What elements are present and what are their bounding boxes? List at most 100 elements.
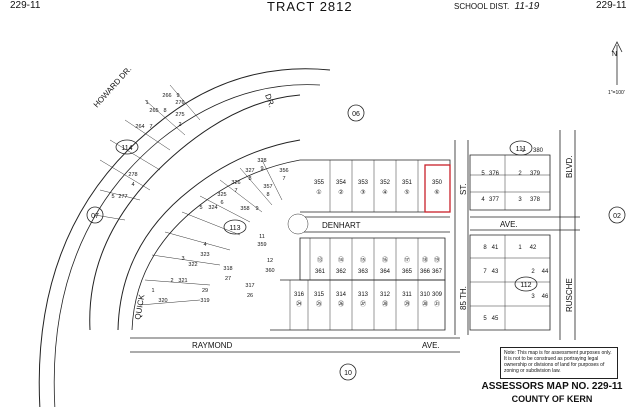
lot-number: ① xyxy=(316,189,321,196)
lot-parcel: 360 xyxy=(265,268,274,274)
lot-parcel: 276 xyxy=(175,100,184,106)
lot-parcel: 44 xyxy=(542,269,549,275)
lot-number: 7 xyxy=(149,124,152,130)
lot-number: 9 xyxy=(176,93,179,99)
lot-number: 7 xyxy=(483,269,487,275)
lot-number: 3 xyxy=(518,197,522,203)
north-arrow xyxy=(611,41,623,85)
lot-parcel: 320 xyxy=(158,298,167,304)
lot-number: ㉑ xyxy=(434,300,440,308)
street-blvd: BLVD. xyxy=(565,155,574,178)
street-dr: DR. xyxy=(263,93,276,109)
tract-title: TRACT 2812 xyxy=(267,0,353,14)
block-112: 112 xyxy=(520,282,531,289)
lot-parcel: 275 xyxy=(175,112,184,118)
lot-parcel: 354 xyxy=(336,180,347,186)
lot-number: ㉘ xyxy=(382,300,388,308)
lot-parcel: 352 xyxy=(380,180,391,186)
lot-number: ⑱ xyxy=(422,256,428,264)
lot-parcel: 317 xyxy=(245,283,254,289)
lot-parcel: 379 xyxy=(530,171,541,177)
lot-number: ⑭ xyxy=(338,256,344,264)
county-name: COUNTY OF KERN xyxy=(511,394,593,404)
lot-parcel: 264 xyxy=(135,124,144,130)
lot-parcel: 326 xyxy=(231,180,240,186)
lot-parcel: 314 xyxy=(336,292,347,298)
lot-number: 4 xyxy=(203,242,206,248)
lot-parcel: 321 xyxy=(178,278,187,284)
lot-number: ⑬ xyxy=(317,256,323,264)
lot-number: 5 xyxy=(199,205,202,211)
block-113: 113 xyxy=(229,225,240,232)
lot-number: 27 xyxy=(225,276,231,282)
school-district: SCHOOL DIST. 11-19 xyxy=(454,1,539,12)
lot-number: 29 xyxy=(202,288,208,294)
street-ave-east: AVE. xyxy=(500,220,518,229)
lot-parcel: 366 xyxy=(420,269,431,275)
lot-parcel: 277 xyxy=(118,194,127,200)
lot-number: ⑲ xyxy=(434,256,440,264)
lot-parcel: 43 xyxy=(492,269,499,275)
lot-number: ㉙ xyxy=(404,300,410,308)
lot-parcel: 325 xyxy=(217,192,226,198)
lot-number: ④ xyxy=(382,189,387,196)
lot-parcel: 359 xyxy=(257,242,266,248)
lot-number: 3 xyxy=(181,256,184,262)
lot-parcel: 376 xyxy=(489,171,500,177)
lot-number: ⑯ xyxy=(382,256,388,264)
lot-parcel: 45 xyxy=(492,316,499,322)
page-number-left: 229-11 xyxy=(10,0,41,11)
street-howard: HOWARD DR. xyxy=(92,65,134,110)
lot-parcel: 328 xyxy=(257,158,266,164)
lot-parcel: 265 xyxy=(149,108,158,114)
lot-parcel: 41 xyxy=(492,245,499,251)
lot-number: 1 xyxy=(518,245,522,251)
lot-parcel: 318 xyxy=(223,266,232,272)
lot-number: ⑰ xyxy=(404,256,410,264)
lot-number: 3 xyxy=(531,294,535,300)
lot-number: 2 xyxy=(178,122,181,128)
lot-parcel: 355 xyxy=(314,180,325,186)
lot-parcel: 310 xyxy=(420,292,431,298)
block-114: 114 xyxy=(121,145,132,152)
lot-parcel: 316 xyxy=(294,292,305,298)
lot-parcel: 356 xyxy=(279,168,288,174)
street-rusche: RUSCHE xyxy=(565,278,574,312)
lot-parcel: 323 xyxy=(200,252,209,258)
lot-number: 2 xyxy=(531,269,535,275)
map-num-02: 02 xyxy=(613,213,621,220)
map-num-06: 06 xyxy=(352,111,360,118)
lot-number: ㉕ xyxy=(316,300,322,308)
lot-number: 9 xyxy=(255,206,258,212)
lot-parcel: 313 xyxy=(358,292,369,298)
lot-parcel: 378 xyxy=(530,197,541,203)
street-st: ST. xyxy=(459,183,468,195)
lot-number: ⑳ xyxy=(422,300,428,308)
lot-number: 8 xyxy=(483,245,487,251)
street-denhart: DENHART xyxy=(322,221,361,230)
lot-number: 8 xyxy=(163,108,166,114)
highlighted-parcel-350 xyxy=(424,164,451,213)
lot-number: ③ xyxy=(360,189,365,196)
lot-number: 4 xyxy=(481,197,485,203)
lot-number: 2 xyxy=(518,171,522,177)
lot-parcel: 350 xyxy=(432,180,443,186)
lot-number: 6 xyxy=(220,200,223,206)
lot-parcel: 353 xyxy=(358,180,369,186)
lot-number: 8 xyxy=(266,192,269,198)
lot-number: 5 xyxy=(481,171,485,177)
block-111: 111 xyxy=(516,146,527,153)
lot-number: 11 xyxy=(259,234,265,240)
school-dist-value: 11-19 xyxy=(514,1,540,12)
lot-parcel: 367 xyxy=(432,269,443,275)
street-quick: QUICK xyxy=(133,293,146,320)
lot-parcel: 319 xyxy=(200,298,209,304)
map-num-07: 07 xyxy=(91,213,99,220)
lot-number: ② xyxy=(338,189,343,196)
lot-number: ⑥ xyxy=(434,189,439,196)
lot-parcel: 362 xyxy=(336,269,347,275)
lot-parcel: 312 xyxy=(380,292,391,298)
lot-parcel: 46 xyxy=(542,294,549,300)
map-scale: 1"=100' xyxy=(608,90,625,96)
